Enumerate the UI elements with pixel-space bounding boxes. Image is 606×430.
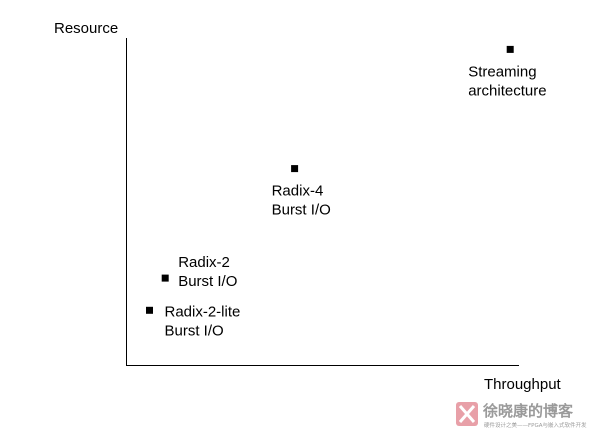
watermark-subtitle: 硬件设计之美——FPGA与嵌入式软件开发	[484, 421, 587, 429]
watermark-logo-icon	[456, 402, 478, 426]
point-marker	[291, 165, 299, 173]
point-marker	[146, 306, 153, 314]
point-label-line: architecture	[468, 82, 546, 99]
point-label-line: Burst I/O	[165, 322, 224, 339]
y-axis-title: Resource	[54, 20, 118, 37]
watermark-title: 徐晓康的博客	[482, 402, 574, 420]
point-marker	[506, 45, 514, 53]
point-label-line: Radix-2	[178, 254, 230, 271]
point-label: Streaming architecture	[468, 63, 546, 99]
point-label-line: Radix-2-lite	[165, 303, 241, 320]
point-label-line: Radix-4	[272, 183, 324, 200]
point-label-line: Burst I/O	[178, 273, 237, 290]
data-point-3: Streaming architecture	[468, 45, 547, 99]
x-axis-title: Throughput	[484, 376, 562, 393]
point-label-line: Burst I/O	[272, 202, 331, 219]
watermark: 徐晓康的博客 硬件设计之美——FPGA与嵌入式软件开发	[456, 402, 587, 429]
point-marker	[161, 274, 169, 282]
point-label-line: Streaming	[468, 63, 536, 80]
